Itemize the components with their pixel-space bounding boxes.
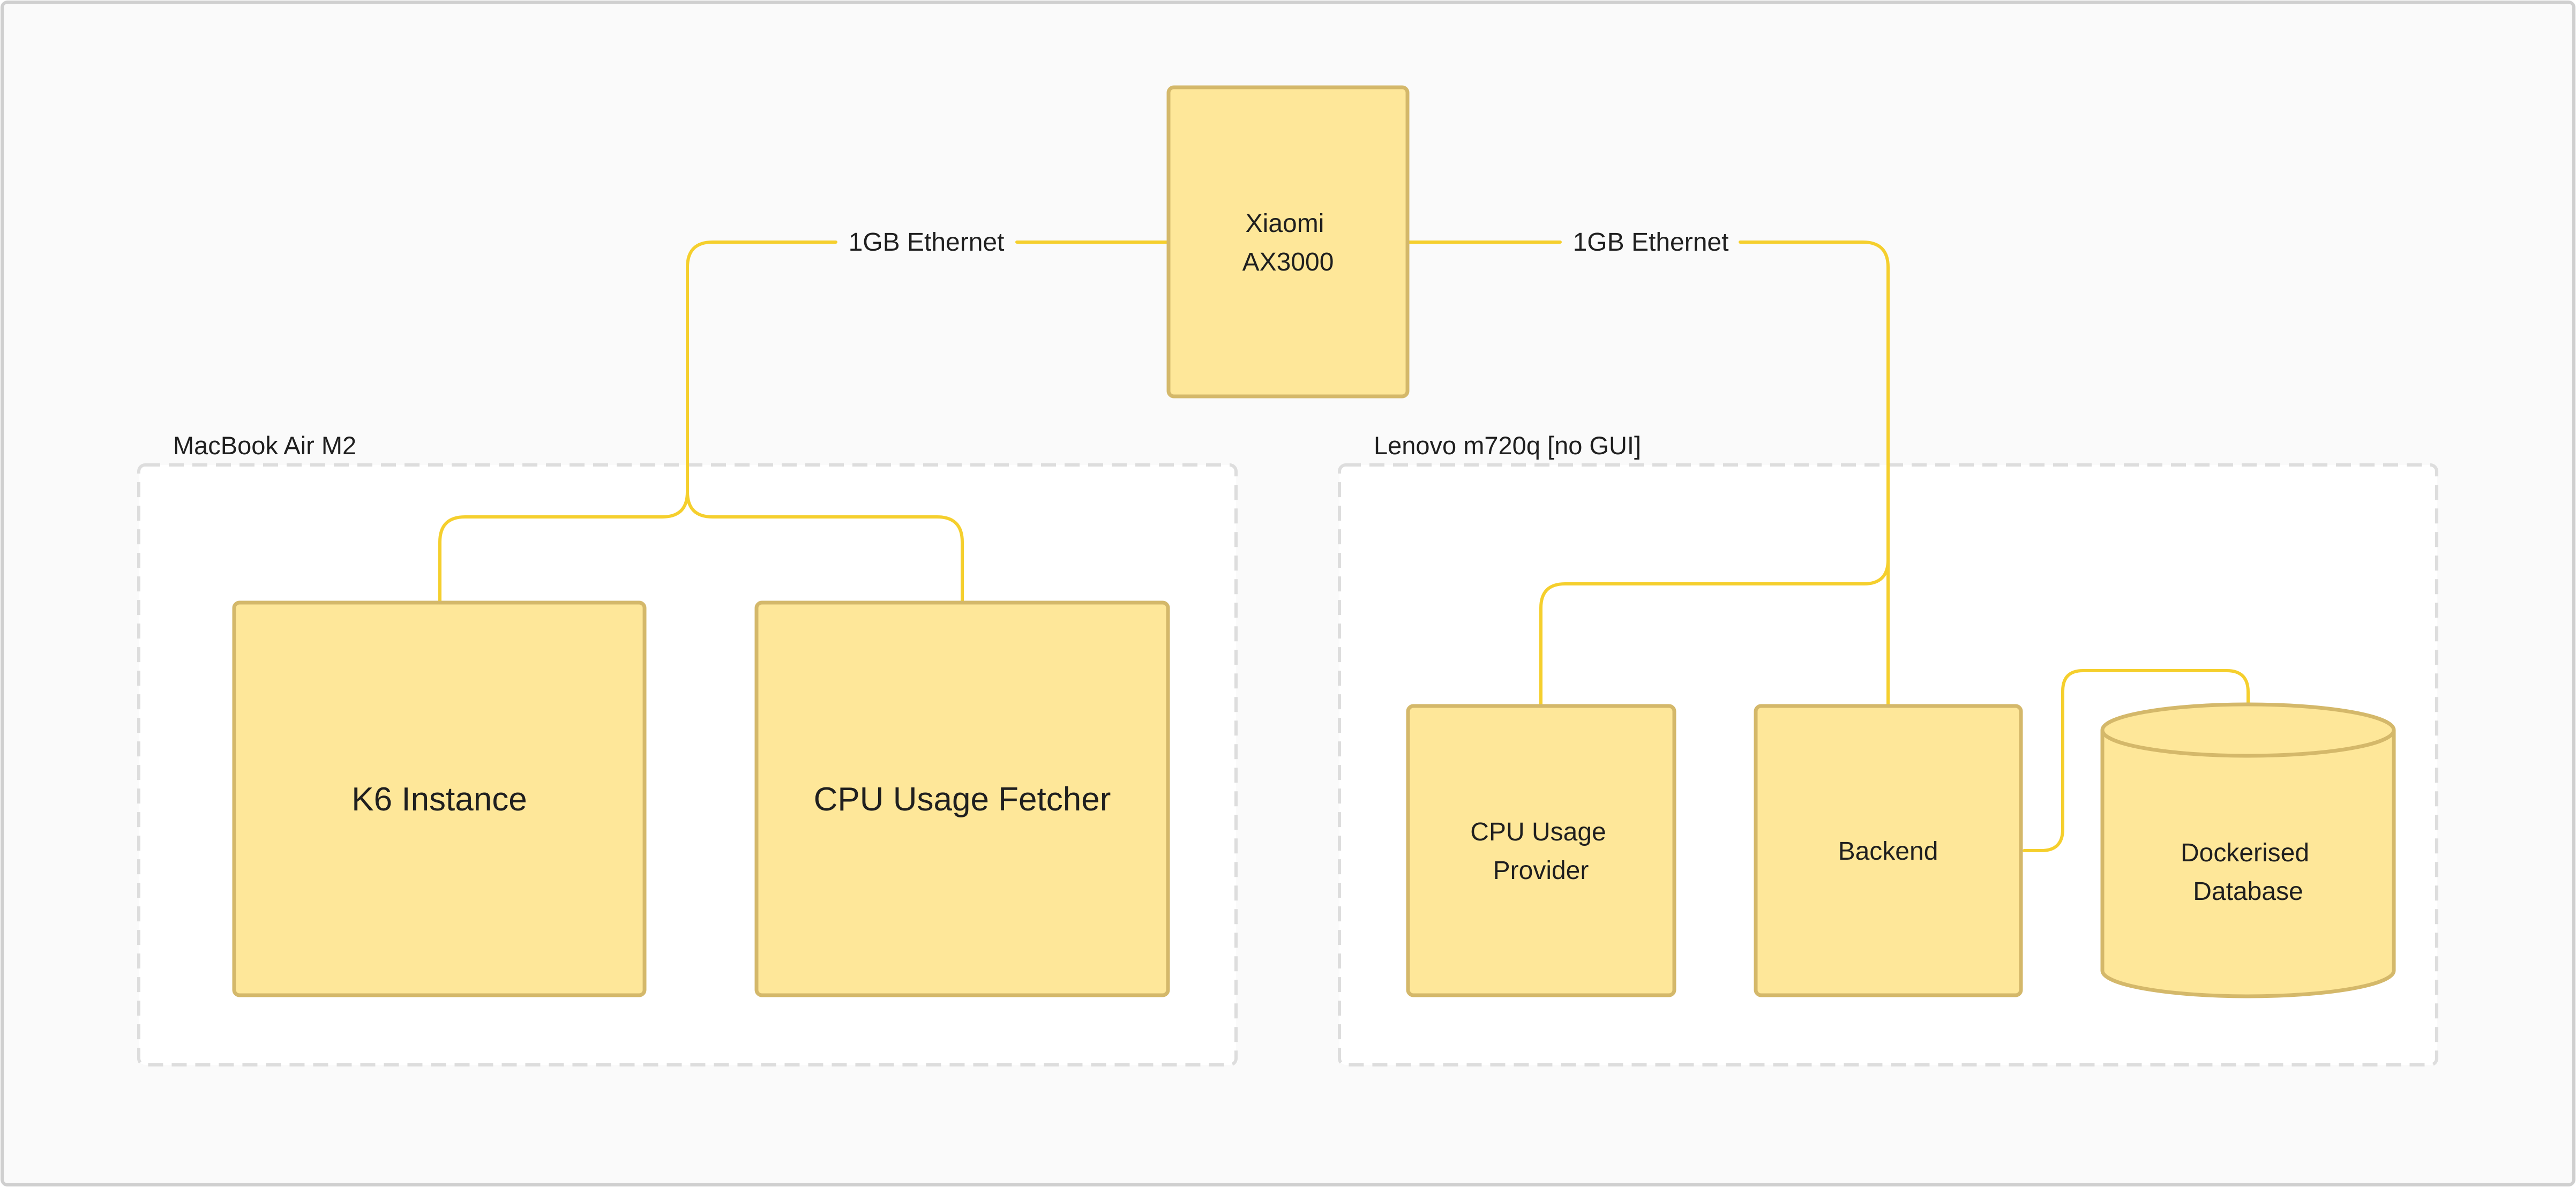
router-label-line-1: Xiaomi	[1246, 209, 1324, 238]
macbook-to-k6-wire	[438, 490, 689, 603]
cpu-usage-provider-node	[1406, 704, 1676, 997]
cpu-usage-fetcher-node	[754, 600, 1170, 997]
router-to-lenovo-wire	[1407, 241, 1890, 706]
router-node	[1166, 85, 1410, 399]
cpu-usage-provider-label-line-1: CPU Usage	[1470, 818, 1606, 846]
backend-node	[1754, 704, 2023, 997]
backend-to-database-wire	[2023, 669, 2250, 852]
dockerised-database-label-line-1: Dockerised	[2181, 839, 2309, 867]
router-to-macbook-wire	[686, 241, 1169, 493]
backend-label: Backend	[1838, 837, 1938, 866]
macbook-to-fetcher-wire	[686, 490, 964, 603]
cpu-usage-provider-label-line-2: Provider	[1493, 857, 1589, 885]
lenovo-to-provider-wire	[1539, 558, 1890, 706]
left-link-label: 1GB Ethernet	[849, 228, 1005, 257]
right-link-label: 1GB Ethernet	[1573, 228, 1729, 257]
dockerised-database-label-line-2: Database	[2193, 877, 2303, 906]
macbook-group-label: MacBook Air M2	[173, 431, 356, 460]
router-label-line-2: AX3000	[1242, 248, 1334, 276]
dockerised-database-top	[2100, 702, 2396, 758]
dockerised-database-node	[2100, 730, 2396, 998]
k6-instance-node	[232, 600, 647, 997]
lenovo-group-label: Lenovo m720q [no GUI]	[1374, 431, 1641, 460]
k6-instance-label: K6 Instance	[351, 781, 527, 818]
cpu-usage-fetcher-label: CPU Usage Fetcher	[814, 781, 1111, 818]
